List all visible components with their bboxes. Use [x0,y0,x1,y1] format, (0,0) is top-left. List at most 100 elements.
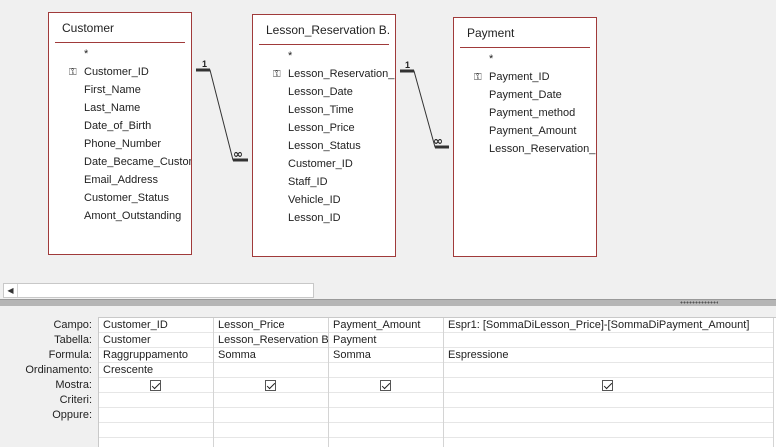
field-item[interactable]: ⚿Customer_ID [49,63,191,81]
criteri-cell[interactable] [444,393,773,408]
empty-cell[interactable] [444,423,773,438]
ordinamento-cell[interactable] [444,363,773,378]
oppure-cell[interactable] [214,408,328,423]
field-item[interactable]: Customer_Status [49,189,191,207]
pane-splitter[interactable] [0,299,776,306]
field-item[interactable]: Staff_ID [253,173,395,191]
ordinamento-cell[interactable] [214,363,328,378]
field-item[interactable]: Lesson_Time [253,101,395,119]
campo-cell[interactable]: Espr1: [SommaDiLesson_Price]-[SommaDiPay… [444,318,773,333]
table-lesson-reservation[interactable]: Lesson_Reservation B... *⚿Lesson_Reserva… [252,14,396,257]
grid-column[interactable]: Espr1: [SommaDiLesson_Price]-[SommaDiPay… [444,318,774,447]
field-item[interactable]: * [253,47,395,65]
row-label: Tabella: [54,334,92,346]
criteri-cell[interactable] [329,393,443,408]
key-icon: ⚿ [474,72,482,83]
empty-cell[interactable] [99,438,213,447]
field-item[interactable]: * [454,50,596,68]
field-item[interactable]: Payment_Date [454,86,596,104]
empty-cell[interactable] [214,423,328,438]
field-item[interactable]: Payment_Amount [454,122,596,140]
formula-cell[interactable]: Raggruppamento [99,348,213,363]
field-item[interactable]: Lesson_Status [253,137,395,155]
field-item[interactable]: Lesson_Price [253,119,395,137]
mostra-cell[interactable] [214,378,328,393]
criteri-cell[interactable] [214,393,328,408]
empty-cell[interactable] [329,438,443,447]
field-item[interactable]: ⚿Lesson_Reservation_ID [253,65,395,83]
field-item[interactable]: Customer_ID [253,155,395,173]
join-customer-lesson[interactable]: 1 ∞ [196,59,248,162]
field-item[interactable]: First_Name [49,81,191,99]
left-arrow-icon[interactable]: ◀ [4,284,18,297]
ordinamento-cell[interactable]: Crescente [99,363,213,378]
one-label: 1 [405,60,410,70]
tabella-cell[interactable]: Lesson_Reservation B [214,333,328,348]
table-title[interactable]: Lesson_Reservation B... [259,15,389,45]
empty-cell[interactable] [214,438,328,447]
field-item[interactable]: Email_Address [49,171,191,189]
mostra-cell[interactable] [329,378,443,393]
splitter-grip-icon[interactable] [680,301,718,304]
ordinamento-cell[interactable] [329,363,443,378]
field-item[interactable]: Lesson_Date [253,83,395,101]
field-item[interactable]: Lesson_Reservation_ID [454,140,596,158]
field-label: Amont_Outstanding [84,210,182,222]
oppure-cell[interactable] [99,408,213,423]
many-label: ∞ [233,147,243,161]
table-title[interactable]: Payment [460,18,590,48]
criteri-cell[interactable] [99,393,213,408]
show-checkbox[interactable] [602,380,613,391]
field-label: Lesson_ID [288,212,341,224]
empty-cell[interactable] [329,423,443,438]
formula-cell[interactable]: Somma [214,348,328,363]
key-icon: ⚿ [273,69,281,80]
empty-cell[interactable] [99,423,213,438]
campo-cell[interactable]: Lesson_Price [214,318,328,333]
row-label: Criteri: [59,394,92,406]
show-checkbox[interactable] [379,380,391,391]
field-item[interactable]: * [49,45,191,63]
field-item[interactable]: ⚿Payment_ID [454,68,596,86]
field-item[interactable]: Date_of_Birth [49,117,191,135]
field-item[interactable]: Amont_Outstanding [49,207,191,225]
tabella-cell[interactable]: Payment [329,333,443,348]
tabella-cell[interactable]: Customer [99,333,213,348]
horizontal-scrollbar[interactable]: ◀ [3,283,314,298]
formula-cell[interactable]: Somma [329,348,443,363]
field-label: Customer_ID [288,158,353,170]
empty-cell[interactable] [444,438,773,447]
tabella-cell[interactable] [444,333,773,348]
join-lines: 1 ∞ 1 ∞ [196,59,449,162]
oppure-cell[interactable] [329,408,443,423]
field-label: Payment_Date [489,89,562,101]
query-design-grid-area: Campo:Tabella:Formula:Ordinamento:Mostra… [0,306,776,447]
campo-cell[interactable]: Payment_Amount [329,318,443,333]
campo-cell[interactable]: Customer_ID [99,318,213,333]
oppure-cell[interactable] [444,408,773,423]
field-item[interactable]: Lesson_ID [253,209,395,227]
field-item[interactable]: Payment_method [454,104,596,122]
formula-cell[interactable]: Espressione [444,348,773,363]
field-item[interactable]: Vehicle_ID [253,191,395,209]
field-label: Customer_ID [84,66,149,78]
show-checkbox[interactable] [149,380,161,391]
mostra-cell[interactable] [99,378,213,393]
field-item[interactable]: Phone_Number [49,135,191,153]
show-checkbox[interactable] [264,380,276,391]
field-label: * [84,48,89,60]
join-lesson-payment[interactable]: 1 ∞ [400,60,449,149]
mostra-cell[interactable] [444,378,773,393]
table-title[interactable]: Customer [55,13,185,43]
field-item[interactable]: Date_Became_Customer [49,153,191,171]
row-label: Mostra: [55,379,92,391]
field-label: Lesson_Date [288,86,353,98]
field-item[interactable]: Last_Name [49,99,191,117]
